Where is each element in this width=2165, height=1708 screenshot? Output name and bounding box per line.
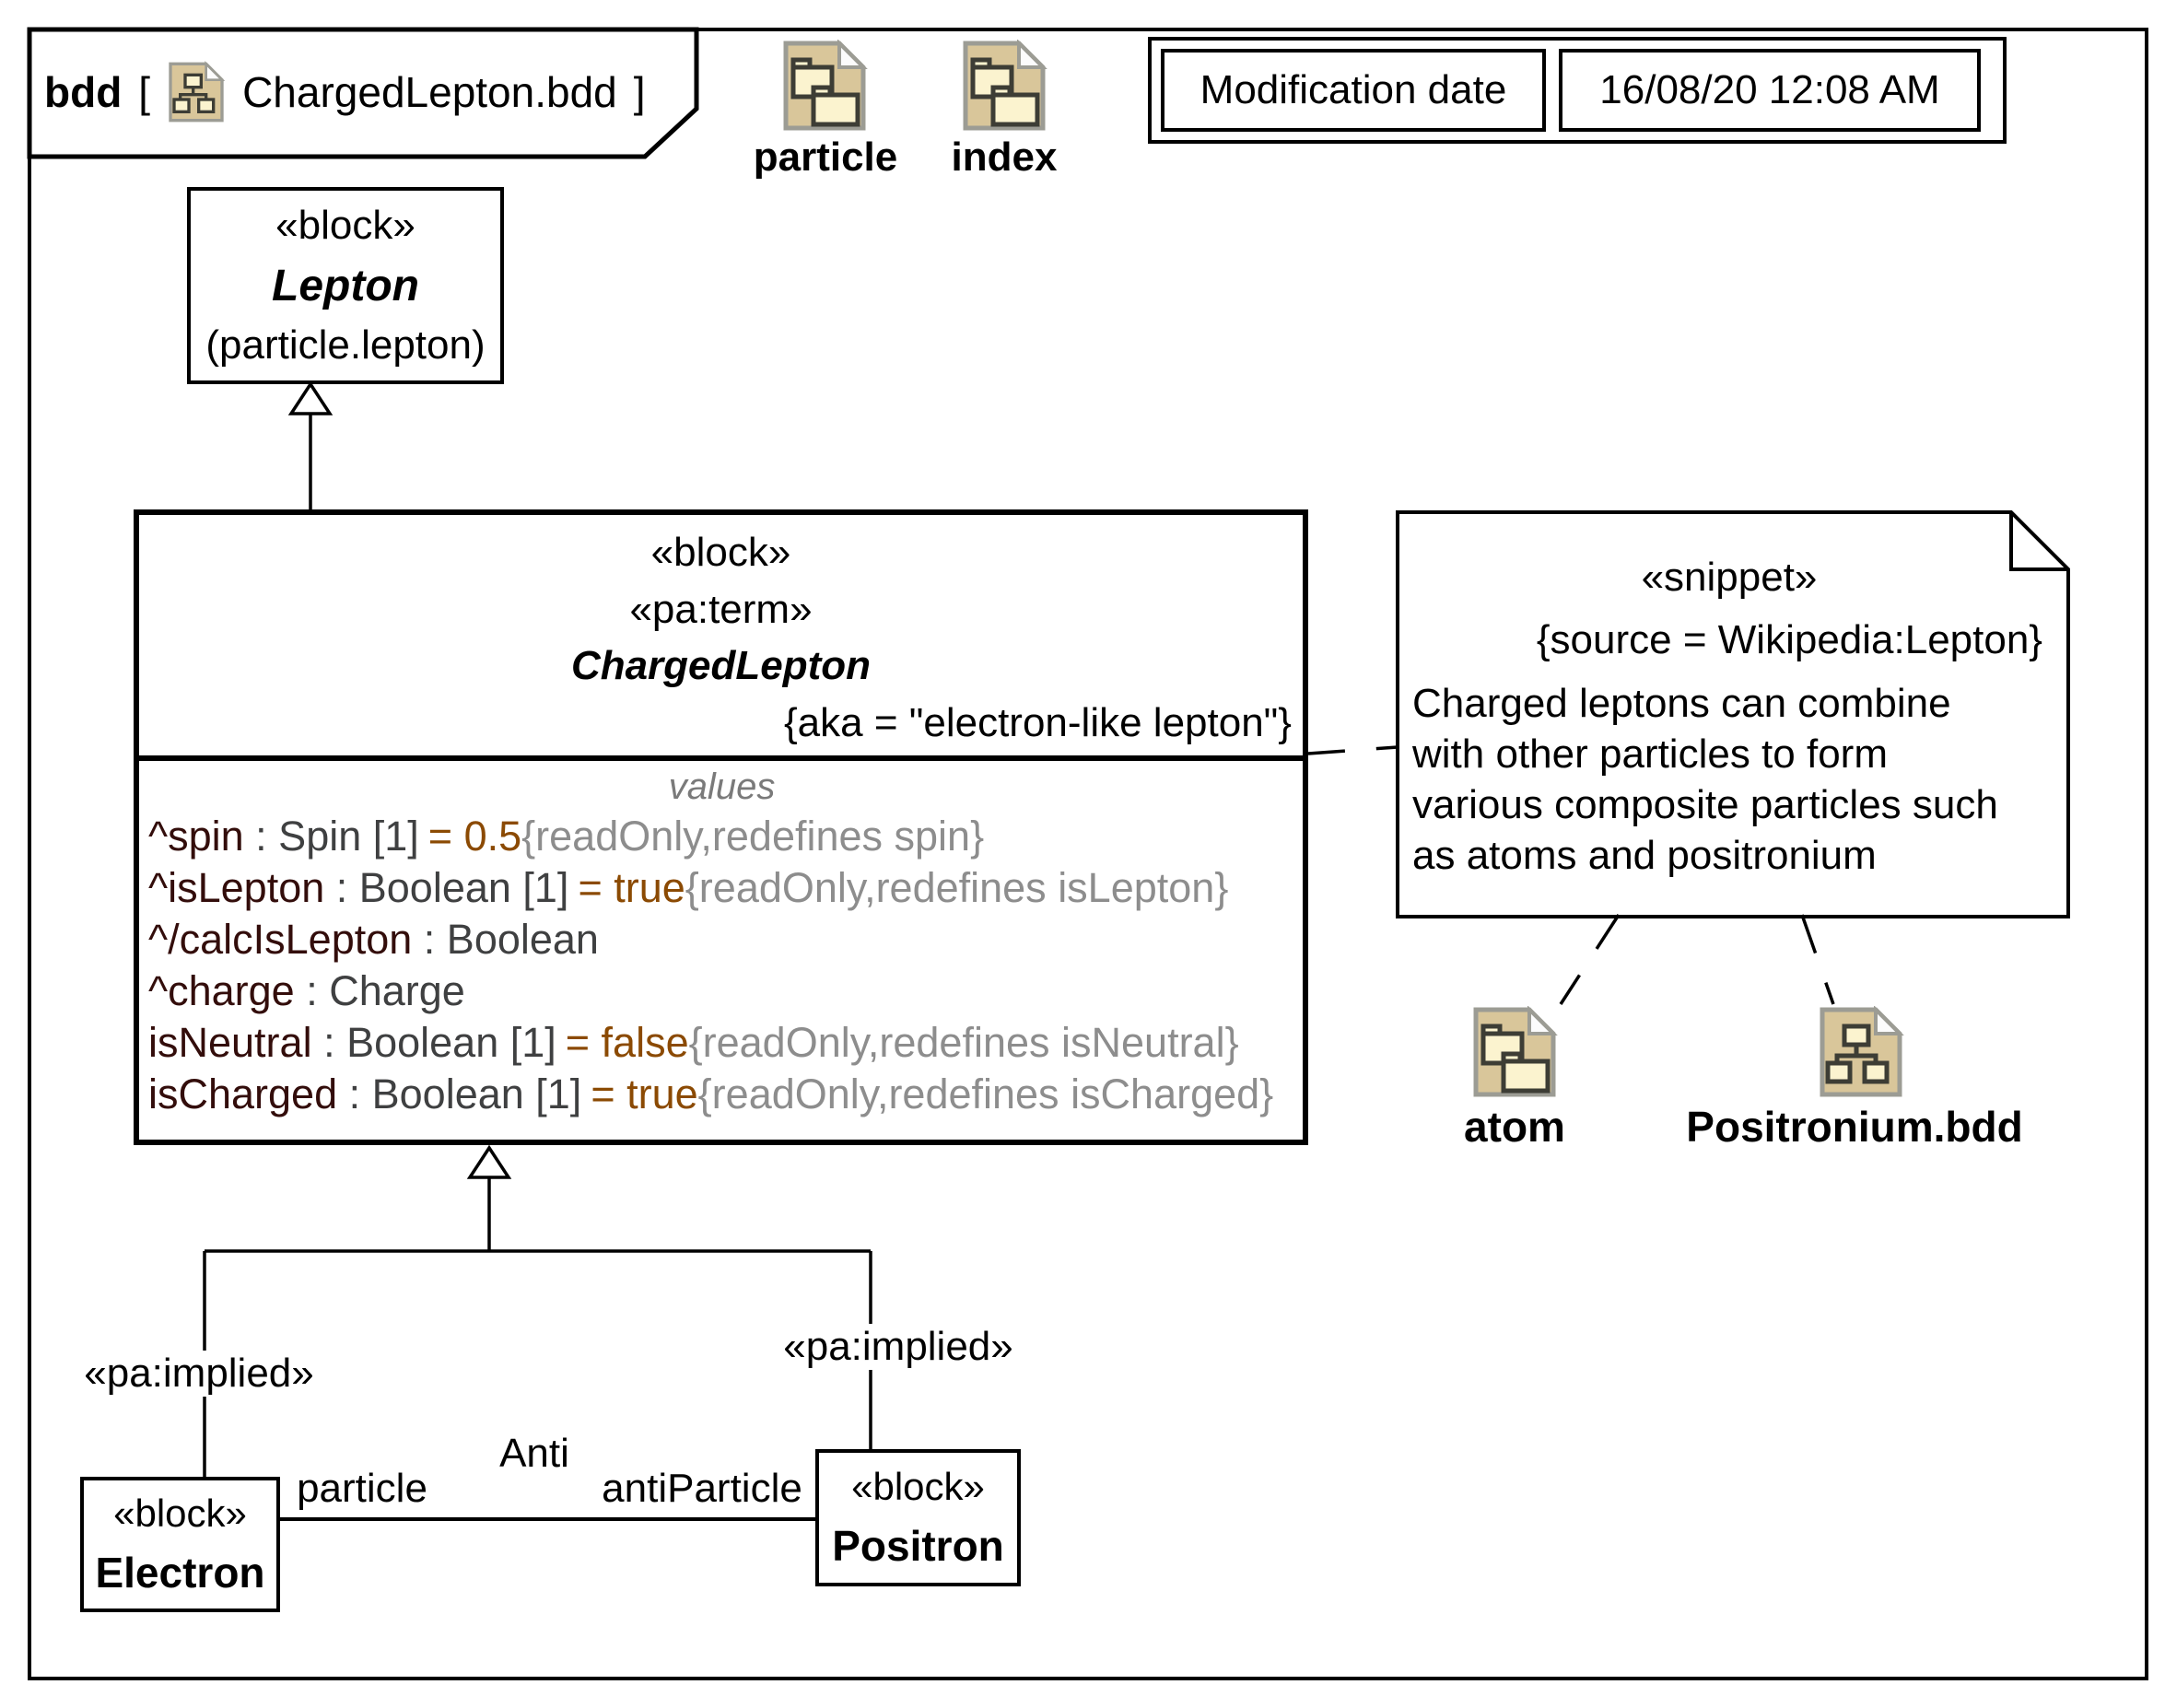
diagram-name: ChargedLepton.bdd xyxy=(242,68,617,116)
modification-date-box: Modification date 16/08/20 12:08 AM xyxy=(1148,37,2007,144)
block-qualifier: (particle.lepton) xyxy=(205,322,486,369)
property-constraint: {readOnly,redefines spin} xyxy=(521,813,985,860)
block-positron[interactable]: «block» Positron xyxy=(815,1449,1021,1586)
property-type: : Boolean xyxy=(412,916,599,963)
modification-date-value: 16/08/20 12:08 AM xyxy=(1559,49,1981,132)
diagram-kind-label: bdd xyxy=(44,68,123,116)
property-default: = 0.5 xyxy=(427,813,522,860)
dependency-line-atom xyxy=(1559,914,1621,1005)
note-fold-corner xyxy=(2009,512,2068,571)
reference-atom-label[interactable]: atom xyxy=(1464,1103,1565,1151)
package-particle[interactable] xyxy=(780,39,869,136)
note-shape[interactable] xyxy=(1396,510,2070,918)
modification-date-label: Modification date xyxy=(1161,49,1546,132)
package-index-label[interactable]: index xyxy=(951,135,1058,180)
property-name: isCharged xyxy=(148,1070,338,1117)
property-type: : Spin [1] xyxy=(243,813,419,860)
close-bracket: ] xyxy=(633,68,646,116)
block-name: Lepton xyxy=(272,261,419,310)
association-role-particle: particle xyxy=(297,1466,427,1511)
block-name: ChargedLepton xyxy=(570,643,872,689)
block-chargedlepton[interactable]: «block» «pa:term» ChargedLepton {aka = "… xyxy=(134,509,1308,1145)
diagram-frame xyxy=(28,28,2148,1680)
stereotype-label: «block» xyxy=(113,1492,247,1536)
reference-atom[interactable] xyxy=(1470,1005,1559,1103)
note-source-constraint: {source = Wikipedia:Lepton} xyxy=(1536,617,2042,662)
stereotype-label: «pa:term» xyxy=(629,586,813,632)
value-property-row: ^/calcIsLepton : Boolean xyxy=(148,914,1295,965)
note-body-text: Charged leptons can combine with other p… xyxy=(1412,678,2046,881)
stereotype-pa-implied-left: «pa:implied» xyxy=(80,1351,318,1397)
generalization-arrowhead-lepton xyxy=(287,380,334,415)
property-name: ^spin xyxy=(148,813,244,860)
note-body-line: various composite particles such xyxy=(1412,782,1998,827)
property-constraint: {readOnly,redefines isCharged} xyxy=(697,1070,1274,1117)
property-default: = true xyxy=(578,864,685,911)
block-header-compartment: «block» «pa:term» ChargedLepton {aka = "… xyxy=(139,515,1303,761)
block-electron[interactable]: «block» Electron xyxy=(80,1477,280,1612)
diagram-title-tab[interactable]: bdd [ ChargedLepton.bdd ] xyxy=(44,41,646,144)
property-type: : Boolean [1] xyxy=(311,1019,556,1066)
association-name-anti: Anti xyxy=(499,1431,569,1476)
note-body-line: as atoms and positronium xyxy=(1412,833,1877,878)
value-property-row: ^isLepton : Boolean [1]= true{readOnly,r… xyxy=(148,862,1295,914)
stereotype-label: «block» xyxy=(650,530,791,575)
reference-positronium-bdd[interactable] xyxy=(1817,1005,1905,1103)
note-body-line: with other particles to form xyxy=(1412,731,1888,777)
block-name: Electron xyxy=(95,1548,265,1597)
package-index[interactable] xyxy=(960,39,1048,136)
note-stereotype: «snippet» xyxy=(1641,555,1818,600)
snippet-note[interactable]: «snippet» {source = Wikipedia:Lepton} Ch… xyxy=(1398,512,2068,917)
reference-positronium-label[interactable]: Positronium.bdd xyxy=(1686,1103,2023,1151)
value-property-row: ^spin : Spin [1]= 0.5{readOnly,redefines… xyxy=(148,811,1295,862)
package-document-icon xyxy=(963,39,1047,131)
package-document-icon xyxy=(1473,1005,1558,1097)
stereotype-label: «block» xyxy=(275,202,415,248)
block-name: Positron xyxy=(832,1522,1004,1570)
property-name: ^/calcIsLepton xyxy=(148,916,413,963)
value-property-row: isCharged : Boolean [1]= true{readOnly,r… xyxy=(148,1069,1295,1120)
property-type: : Boolean [1] xyxy=(337,1070,582,1117)
property-default: = false xyxy=(565,1019,689,1066)
bdd-document-icon xyxy=(169,61,226,123)
property-name: ^isLepton xyxy=(148,864,325,911)
dependency-line-positronium xyxy=(1800,914,1835,1005)
property-type: : Boolean [1] xyxy=(324,864,569,911)
package-particle-label[interactable]: particle xyxy=(753,135,898,180)
values-compartment: values ^spin : Spin [1]= 0.5{readOnly,re… xyxy=(139,761,1303,1120)
property-default: = true xyxy=(591,1070,698,1117)
note-anchor-line xyxy=(1307,745,1398,755)
property-name: ^charge xyxy=(148,967,295,1014)
block-lepton[interactable]: «block» Lepton (particle.lepton) xyxy=(187,187,504,384)
package-document-icon xyxy=(783,39,868,131)
values-compartment-caption: values xyxy=(668,766,776,807)
note-body-line: Charged leptons can combine xyxy=(1412,681,1951,726)
value-property-row: isNeutral : Boolean [1]= false{readOnly,… xyxy=(148,1017,1295,1069)
property-name: isNeutral xyxy=(148,1019,312,1066)
property-constraint: {readOnly,redefines isLepton} xyxy=(685,864,1229,911)
value-property-row: ^charge : Charge xyxy=(148,965,1295,1017)
bdd-document-icon xyxy=(1820,1005,1904,1097)
open-bracket: [ xyxy=(138,68,151,116)
association-role-antiparticle: antiParticle xyxy=(602,1466,802,1511)
block-aka-constraint: {aka = "electron-like lepton"} xyxy=(783,699,1292,745)
stereotype-pa-implied-right: «pa:implied» xyxy=(779,1324,1017,1370)
property-type: : Charge xyxy=(294,967,465,1014)
stereotype-label: «block» xyxy=(851,1465,985,1508)
property-constraint: {readOnly,redefines isNeutral} xyxy=(688,1019,1239,1066)
